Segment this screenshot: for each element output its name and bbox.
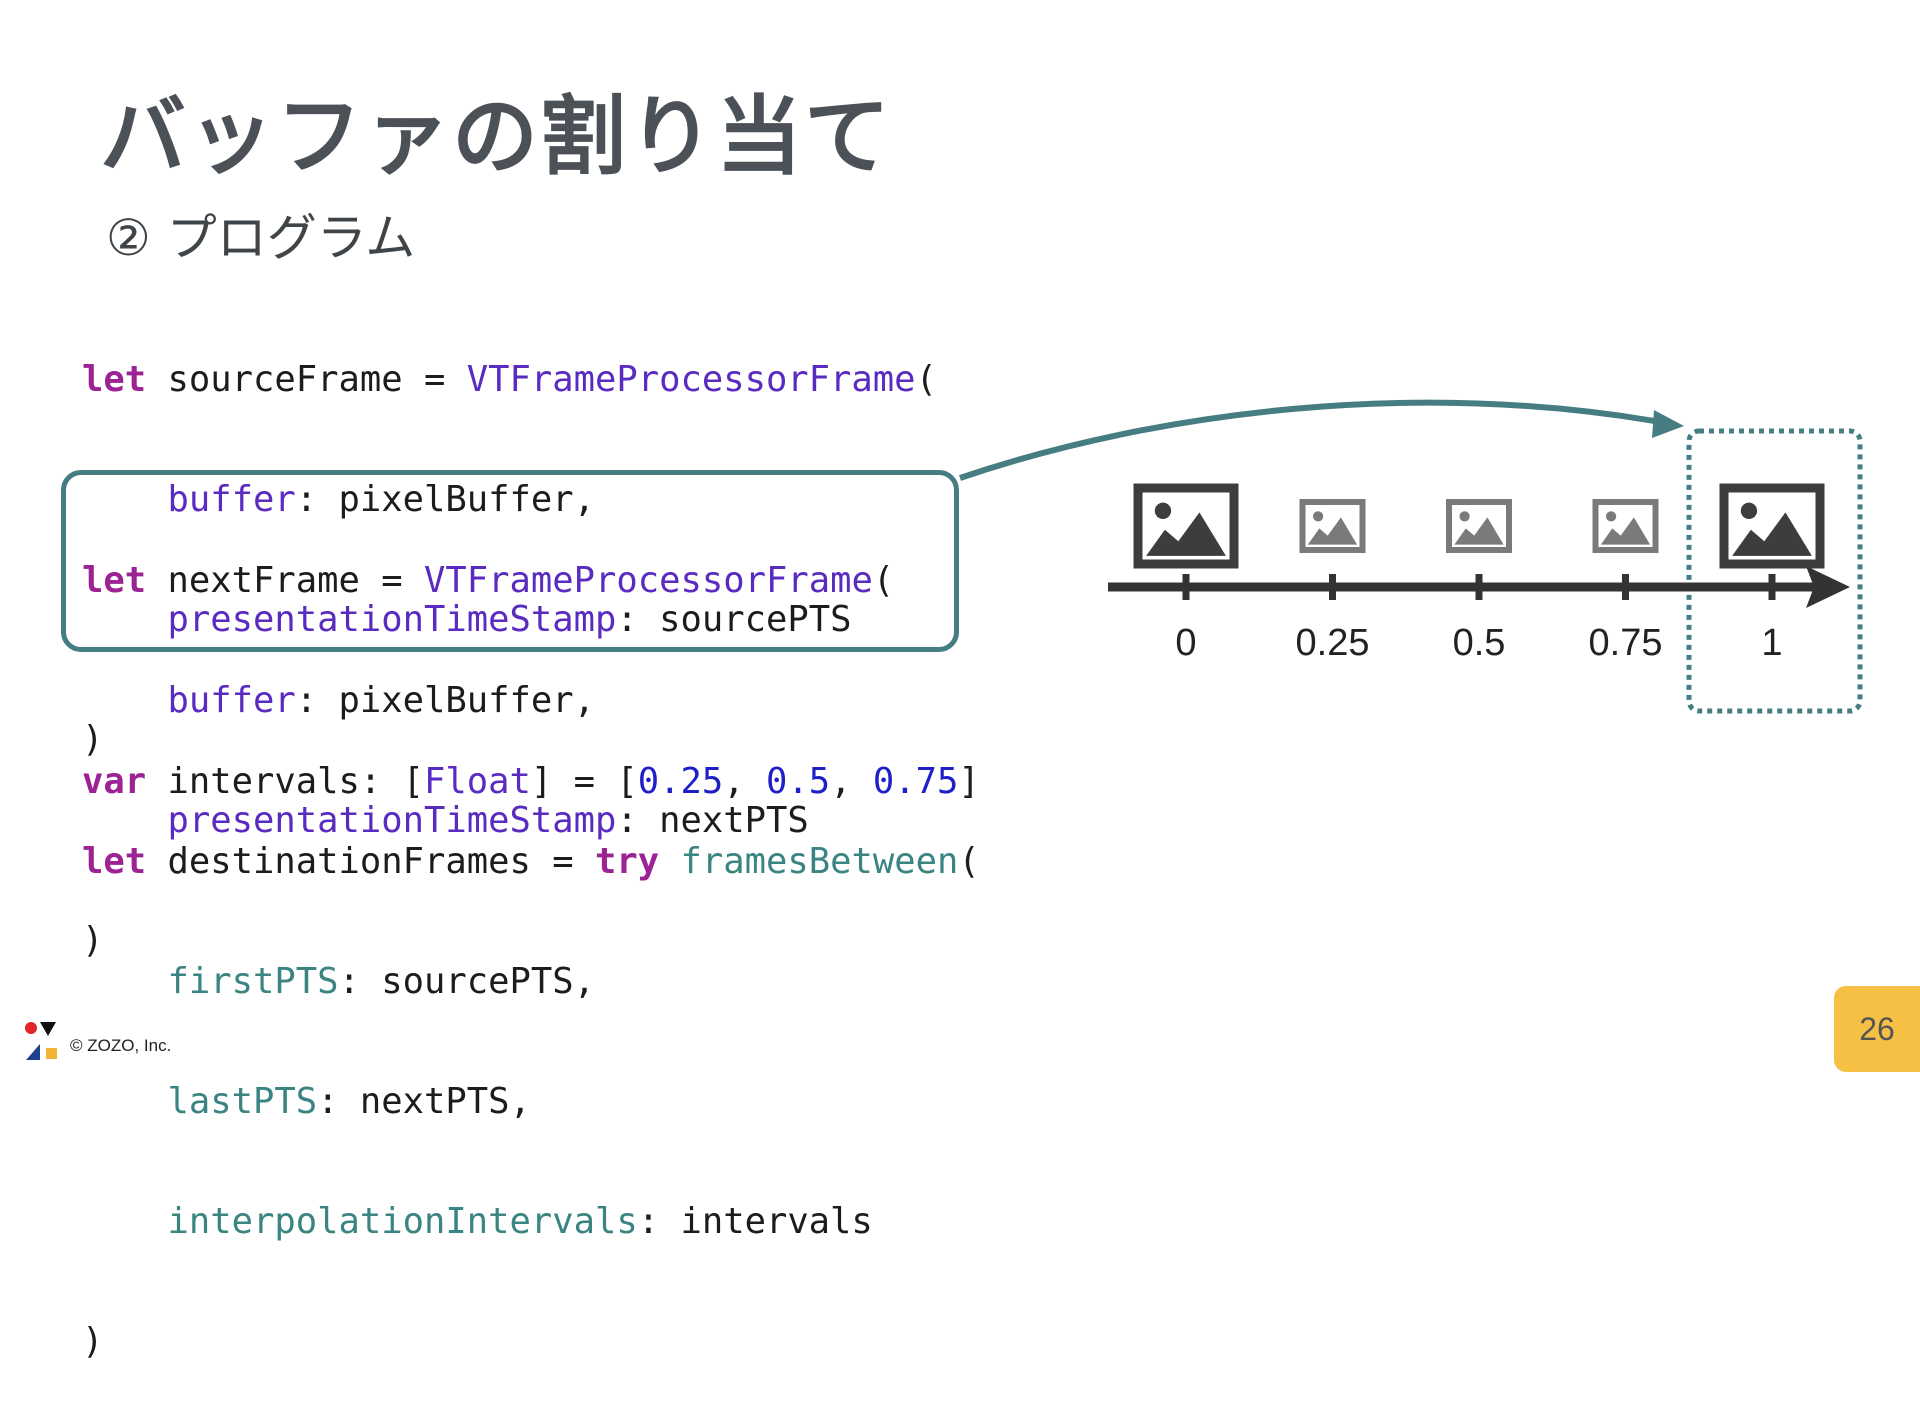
page-number-badge: 26	[1834, 986, 1920, 1072]
copyright-text: © ZOZO, Inc.	[70, 1036, 172, 1055]
code-text: (	[872, 560, 895, 601]
code-param: buffer	[167, 680, 296, 721]
page-number: 26	[1859, 1010, 1895, 1047]
code-text: (	[958, 841, 980, 882]
code-text: ,	[723, 761, 766, 802]
code-param: presentationTimeStamp	[167, 800, 617, 841]
code-text: : pixelBuffer,	[295, 680, 595, 721]
code-keyword: var	[82, 761, 147, 802]
code-text: : pixelBuffer,	[295, 479, 595, 520]
code-line: buffer: pixelBuffer,	[82, 480, 937, 520]
zozo-logo	[25, 1022, 57, 1060]
code-param: presentationTimeStamp	[167, 599, 617, 640]
code-type: Float	[423, 761, 531, 802]
image-icon	[1133, 483, 1239, 569]
code-param: lastPTS	[167, 1081, 318, 1122]
timeline-axis-arrowhead	[1806, 566, 1850, 608]
slide-subtitle: ② プログラム	[106, 209, 416, 267]
timeline-tick-label: 0	[1175, 622, 1197, 664]
code-text: : nextPTS,	[317, 1081, 531, 1122]
code-keyword: try	[594, 841, 660, 882]
code-text: : intervals	[637, 1201, 873, 1242]
image-icon	[1446, 499, 1512, 553]
code-keyword: let	[82, 841, 147, 882]
timeline-tick-label: 1	[1761, 622, 1783, 664]
code-number: 0.75	[872, 761, 959, 802]
timeline-ticks	[1182, 574, 1776, 600]
slide-title: バッファの割り当て	[100, 87, 892, 187]
code-type: VTFrameProcessorFrame	[423, 560, 873, 601]
code-text: : sourcePTS,	[338, 961, 595, 1002]
dotted-selection-box	[1686, 428, 1863, 714]
curved-arrow-head	[1652, 410, 1684, 438]
code-line: interpolationIntervals: intervals	[82, 1202, 980, 1242]
code-number: 0.5	[765, 761, 831, 802]
code-line: let sourceFrame = VTFrameProcessorFrame(	[82, 360, 937, 400]
code-param: interpolationIntervals	[167, 1201, 638, 1242]
code-block-next-frame: let nextFrame = VTFrameProcessorFrame( b…	[82, 481, 894, 1001]
timeline-tick-label: 0.5	[1452, 622, 1506, 664]
code-function: framesBetween	[680, 841, 959, 882]
highlight-box	[61, 470, 959, 652]
timeline-tick-label: 0.25	[1295, 622, 1370, 664]
code-text: ]	[958, 761, 980, 802]
timeline-diagram	[959, 399, 1863, 714]
code-line: presentationTimeStamp: sourcePTS	[82, 600, 937, 640]
code-text: destinationFrames =	[146, 841, 595, 882]
code-block-intervals: var intervals: [Float] = [0.25, 0.5, 0.7…	[82, 682, 980, 842]
timeline-icons	[1133, 483, 1825, 569]
code-line: let nextFrame = VTFrameProcessorFrame(	[82, 561, 894, 601]
code-text: ] = [	[530, 761, 638, 802]
code-line: lastPTS: nextPTS,	[82, 1082, 980, 1122]
code-text: nextFrame =	[146, 560, 424, 601]
code-line: )	[82, 1321, 104, 1362]
code-text: intervals: [	[146, 761, 424, 802]
code-line: )	[82, 719, 104, 760]
code-param: firstPTS	[167, 961, 339, 1002]
code-line: let destinationFrames = try framesBetwee…	[82, 842, 980, 882]
code-text: sourceFrame =	[146, 359, 467, 400]
curved-arrow	[959, 399, 1661, 481]
code-type: VTFrameProcessorFrame	[466, 359, 916, 400]
code-line: buffer: pixelBuffer,	[82, 681, 894, 721]
code-number: 0.25	[637, 761, 724, 802]
code-text: (	[915, 359, 937, 400]
code-param: buffer	[167, 479, 296, 520]
image-icon	[1719, 483, 1825, 569]
timeline-tick-label: 0.75	[1588, 622, 1663, 664]
code-line: firstPTS: sourcePTS,	[82, 962, 980, 1002]
code-line: var intervals: [Float] = [0.25, 0.5, 0.7…	[82, 762, 980, 802]
code-text: : nextPTS	[616, 800, 809, 841]
code-block-source-frame: let sourceFrame = VTFrameProcessorFrame(…	[82, 280, 937, 800]
image-icon	[1299, 499, 1366, 553]
code-line: presentationTimeStamp: nextPTS	[82, 801, 894, 841]
code-keyword: let	[82, 560, 147, 601]
code-text: : sourcePTS	[616, 599, 852, 640]
code-line: )	[82, 920, 104, 961]
code-text: ,	[830, 761, 873, 802]
code-keyword: let	[82, 359, 147, 400]
image-icon	[1592, 499, 1659, 553]
